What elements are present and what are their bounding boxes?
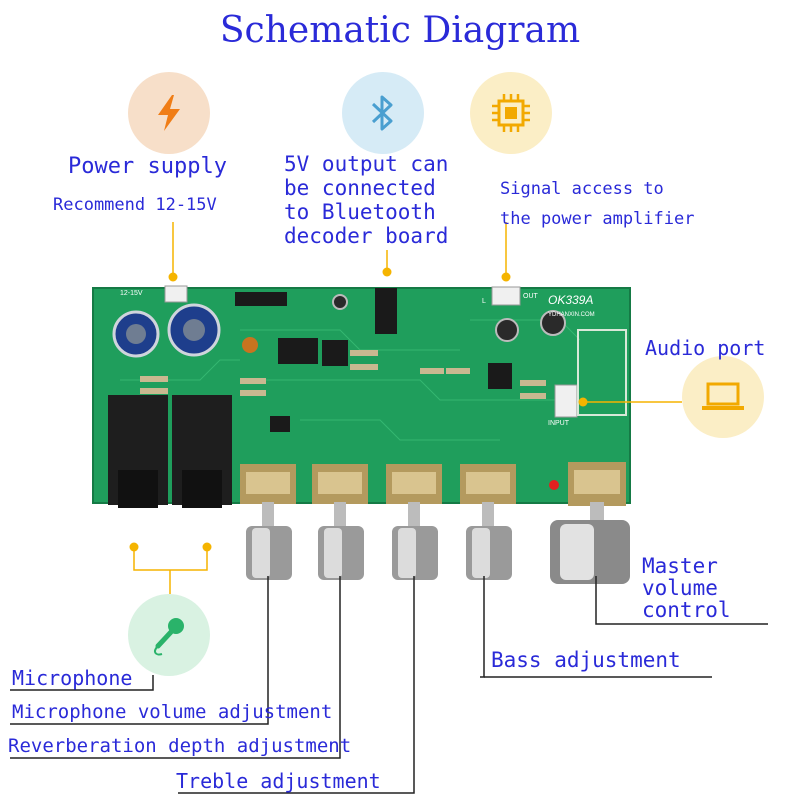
lightning-icon	[158, 95, 180, 131]
bass-adjustment-label: Bass adjustment	[491, 648, 681, 672]
chip-icon	[492, 94, 530, 132]
bluetooth-line: to Bluetooth	[284, 200, 436, 224]
output-connector	[491, 286, 521, 306]
bluetooth-line: 5V output can	[284, 152, 449, 176]
laptop-icon-circle	[682, 356, 764, 438]
knobs	[246, 502, 630, 584]
bluetooth-connector	[375, 288, 397, 334]
signal-line: the power amplifier	[500, 209, 695, 229]
ic-chip	[488, 363, 512, 389]
board-site-label: YDHANXIN.COM	[548, 312, 595, 318]
microphone-icon	[154, 618, 184, 656]
regulator	[235, 292, 287, 306]
potentiometers	[240, 462, 626, 506]
ic-chip	[322, 340, 348, 366]
board-pin-l-label: L	[482, 298, 486, 305]
capacitor	[495, 318, 519, 342]
audio-port-label: Audio port	[645, 336, 766, 360]
power-supply-label: Power supply	[68, 154, 227, 179]
board-input-label: INPUT	[548, 420, 569, 427]
capacitor	[332, 294, 348, 310]
microphone-volume-label: Microphone volume adjustment	[12, 701, 333, 723]
bluetooth-icon-circle	[342, 72, 424, 154]
reverberation-depth-label: Reverberation depth adjustment	[8, 735, 352, 757]
signal-line: Signal access to	[500, 179, 664, 199]
power-recommend-label: Recommend 12-15V	[53, 195, 217, 215]
board-model-label: OK339A	[548, 293, 594, 307]
chip-icon-circle	[470, 72, 552, 154]
board-voltage-label: 12-15V	[120, 290, 143, 297]
ic-chip	[270, 416, 290, 432]
bluetooth-icon	[371, 95, 393, 131]
microphone-label: Microphone	[12, 666, 133, 690]
signal-label: Signal access to the power amplifier	[500, 174, 694, 234]
page-title: Schematic Diagram	[219, 10, 581, 51]
master-volume-label: Master volume control	[642, 555, 731, 621]
master-line: volume	[642, 576, 718, 600]
power-connector	[164, 285, 188, 303]
power-icon-circle	[128, 72, 210, 154]
microphone-icon-circle	[128, 594, 210, 676]
master-line: control	[642, 598, 731, 622]
treble-adjustment-label: Treble adjustment	[176, 769, 381, 793]
laptop-icon	[702, 382, 744, 410]
bluetooth-line: decoder board	[284, 224, 449, 248]
capacitor	[540, 310, 566, 336]
board-out-label: OUT	[523, 293, 538, 300]
bluetooth-line: be connected	[284, 176, 436, 200]
input-connector	[554, 384, 578, 418]
ic-chip	[278, 338, 318, 364]
bluetooth-label: 5V output can be connected to Bluetooth …	[284, 152, 448, 248]
master-line: Master	[642, 554, 718, 578]
